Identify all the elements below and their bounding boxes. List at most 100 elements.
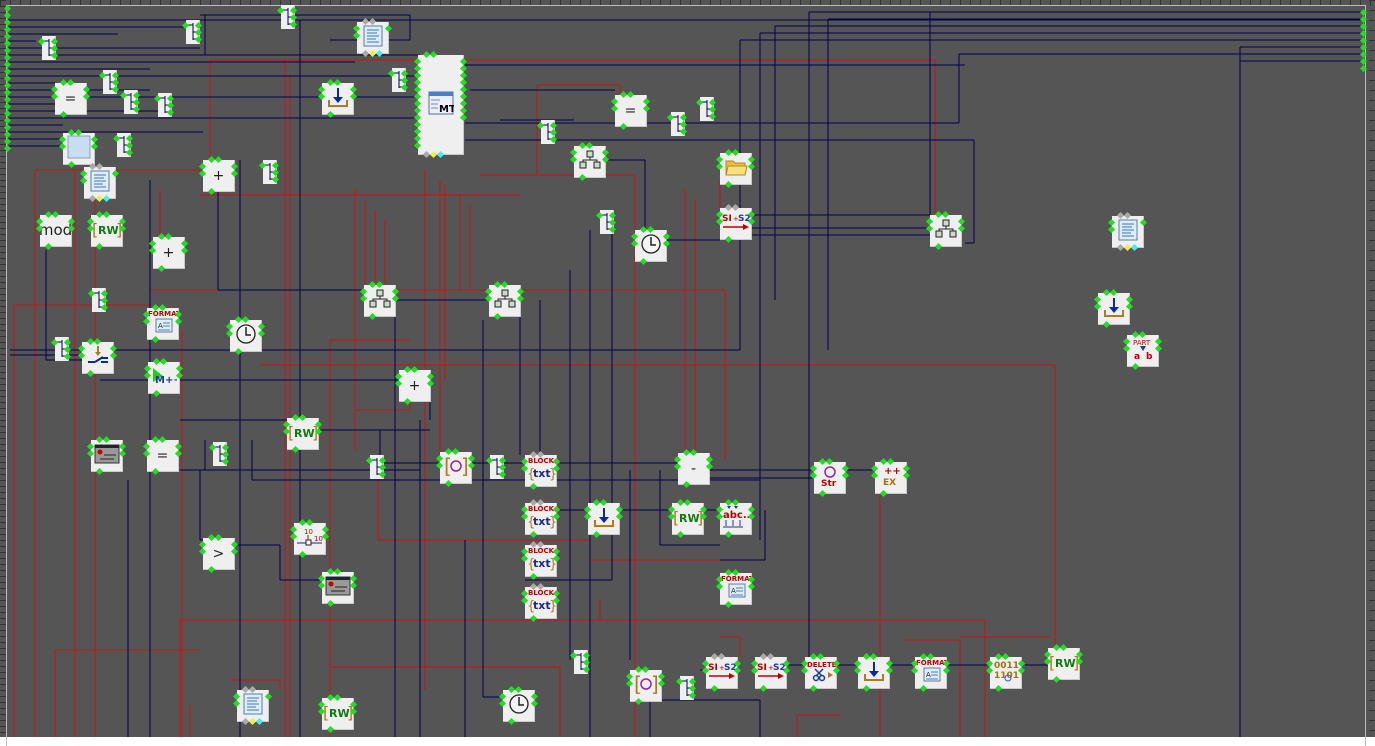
svg-text:[: [ (444, 454, 452, 478)
grid-ruler-left (0, 0, 6, 737)
folder-icon (724, 157, 748, 180)
document-node[interactable] (1107, 211, 1148, 252)
timer-node[interactable] (498, 685, 539, 726)
string-loop-node[interactable]: Str (809, 457, 850, 498)
compare-greater-node[interactable]: > (198, 533, 239, 574)
compare-equal-node[interactable]: = (610, 90, 651, 131)
modulo-node[interactable]: mod (35, 210, 76, 251)
tree-node[interactable] (569, 141, 610, 182)
store-icon (1103, 296, 1125, 321)
junction-node[interactable] (387, 68, 409, 92)
text-block-node[interactable]: BLOCK{txt} (520, 540, 561, 581)
junction-node[interactable] (50, 337, 72, 361)
frame-node[interactable] (58, 128, 99, 169)
folder-node[interactable] (715, 148, 756, 189)
tree-node[interactable] (359, 280, 400, 321)
document-node[interactable] (232, 685, 273, 726)
junction-node[interactable] (98, 70, 120, 94)
junction-node[interactable] (365, 455, 387, 479)
add-node[interactable]: + (198, 155, 239, 196)
document-node[interactable] (79, 162, 120, 203)
delete-node[interactable]: DELETE (800, 652, 841, 693)
window-node[interactable] (317, 567, 358, 608)
add-node[interactable]: + (394, 365, 435, 406)
store-node[interactable] (853, 652, 894, 693)
junction-node[interactable] (569, 650, 591, 674)
memory-table-node[interactable]: MT (413, 50, 468, 159)
loop-node[interactable]: [] (625, 665, 666, 706)
read-write-node[interactable]: [RW] (317, 693, 358, 734)
tree-node[interactable] (484, 280, 525, 321)
subtract-node[interactable]: - (673, 448, 714, 489)
svg-text:[: [ (92, 220, 98, 239)
exception-node[interactable]: ++EX (870, 457, 911, 498)
increment-node[interactable]: M++ (143, 357, 184, 398)
read-write-node[interactable]: [RW] (1043, 643, 1084, 684)
split-chars-node[interactable]: abc.. (715, 498, 756, 539)
junction-node[interactable] (181, 20, 203, 44)
tree-icon (579, 150, 601, 173)
junction-node[interactable] (675, 676, 697, 700)
junction-node[interactable] (695, 97, 717, 121)
junction-node[interactable] (87, 288, 109, 312)
string-concat-node[interactable]: SI+S2 (750, 652, 791, 693)
svg-text:{: { (527, 515, 535, 530)
timer-node[interactable] (630, 225, 671, 266)
junction-node[interactable] (276, 5, 298, 29)
svg-text:S2: S2 (724, 663, 737, 673)
read-write-node[interactable]: [RW] (86, 210, 127, 251)
text-block-node[interactable]: BLOCK{txt} (520, 582, 561, 623)
svg-text:MT: MT (439, 104, 454, 115)
text-block-node[interactable]: BLOCK{txt} (520, 498, 561, 539)
read-write-node[interactable]: [RW] (282, 413, 323, 454)
svg-text:M++: M++ (155, 375, 177, 386)
compare-equal-node[interactable]: = (50, 78, 91, 119)
text-block-icon: BLOCK{txt} (526, 504, 557, 533)
svg-text:EX: EX (883, 478, 896, 488)
junction-node[interactable] (485, 455, 507, 479)
junction-node[interactable] (595, 210, 617, 234)
window-node[interactable] (86, 435, 127, 476)
store-node[interactable] (1093, 288, 1134, 329)
timer-icon (508, 693, 530, 718)
svg-text:b: b (1146, 352, 1153, 361)
read-write-icon: [RW] (673, 505, 703, 532)
junction-node[interactable] (153, 93, 175, 117)
store-node[interactable] (317, 78, 358, 119)
loop-node[interactable]: [] (435, 447, 476, 488)
read-write-node[interactable]: [RW] (667, 498, 708, 539)
svg-text:}: } (549, 599, 556, 614)
junction-node[interactable] (119, 90, 141, 114)
junction-node[interactable] (536, 120, 558, 144)
document-node[interactable] (352, 17, 393, 58)
string-concat-node[interactable]: SI+S2 (701, 652, 742, 693)
svg-text:0011: 0011 (994, 661, 1019, 671)
junction-node[interactable] (258, 160, 280, 184)
string-loop-icon: Str (818, 464, 842, 491)
svg-text:++: ++ (884, 466, 901, 477)
text-block-node[interactable]: BLOCK{txt} (520, 450, 561, 491)
junction-node[interactable] (208, 442, 230, 466)
compare-equal-node[interactable]: = (142, 435, 183, 476)
store-node[interactable] (583, 498, 624, 539)
add-label: + (408, 377, 421, 394)
window-icon (325, 576, 351, 599)
svg-text:BLOCK: BLOCK (528, 457, 555, 465)
junction-node[interactable] (112, 133, 134, 157)
junction-node[interactable] (666, 112, 688, 136)
string-concat-node[interactable]: SI+S2 (715, 203, 756, 244)
svg-text:A: A (731, 587, 736, 595)
tree-node[interactable] (925, 210, 966, 251)
add-node[interactable]: + (148, 232, 189, 273)
switch-node[interactable] (77, 337, 118, 378)
junction-node[interactable] (37, 36, 59, 60)
timer-node[interactable] (225, 315, 266, 356)
